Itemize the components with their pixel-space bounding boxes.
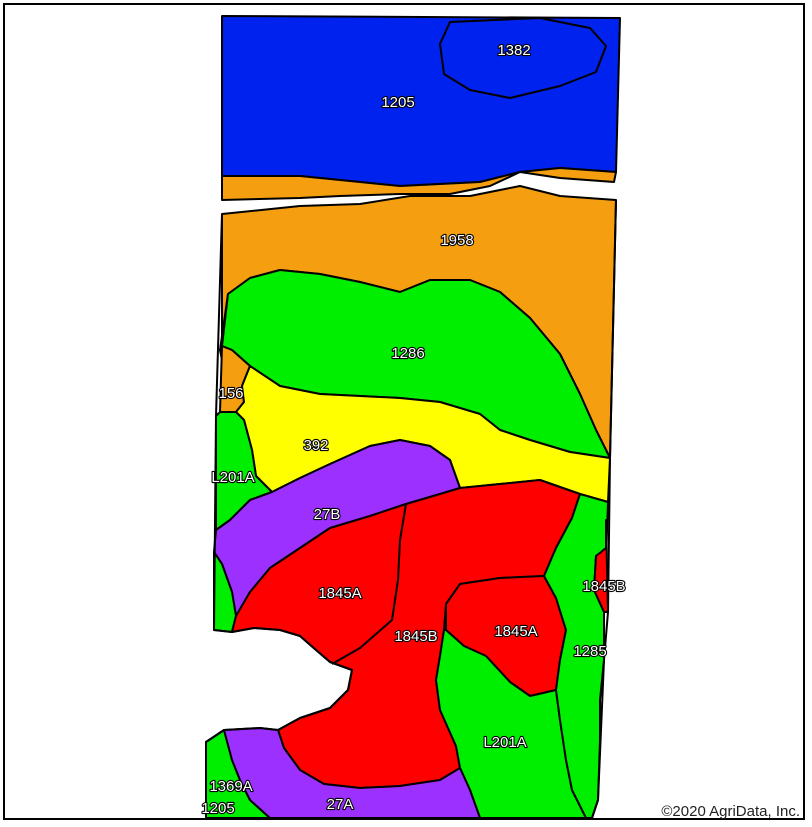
field-boundary-right xyxy=(591,199,617,819)
label-1382: 1382 xyxy=(497,42,530,59)
label-l201a-left: L201A xyxy=(211,469,254,486)
label-1205-bottom: 1205 xyxy=(201,800,234,817)
label-1845a-center: 1845A xyxy=(494,623,537,640)
field-boundary-left xyxy=(205,213,353,818)
soil-unit-1382 xyxy=(439,17,607,99)
label-1286: 1286 xyxy=(391,345,424,362)
label-l201a-bottom: L201A xyxy=(483,734,526,751)
soil-unit-27a xyxy=(223,727,481,819)
soil-divide-1845 xyxy=(331,503,407,665)
label-1958: 1958 xyxy=(440,232,473,249)
label-156: 156 xyxy=(218,385,243,402)
label-392: 392 xyxy=(303,437,328,454)
label-27a: 27A xyxy=(327,796,354,813)
copyright-text: ©2020 AgriData, Inc. xyxy=(661,803,800,820)
label-1845a-left: 1845A xyxy=(318,585,361,602)
label-1205-top: 1205 xyxy=(381,94,414,111)
soil-unit-1205-top xyxy=(221,15,621,187)
label-27b: 27B xyxy=(314,506,341,523)
label-1285: 1285 xyxy=(573,643,606,660)
label-1369a: 1369A xyxy=(209,778,252,795)
soil-unit-strip-top xyxy=(221,167,617,201)
label-1845b-center: 1845B xyxy=(394,628,437,645)
label-1845b-right: 1845B xyxy=(582,578,625,595)
